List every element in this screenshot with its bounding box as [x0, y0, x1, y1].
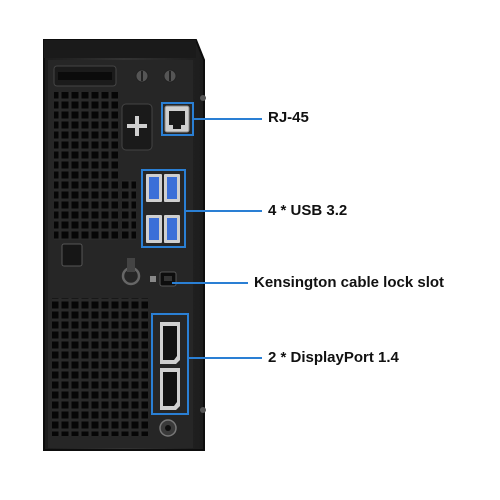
upper-vent-grille [54, 92, 118, 240]
lower-vent-grille [52, 298, 148, 436]
usb-port-2 [164, 174, 180, 202]
displayport-2 [160, 368, 180, 410]
kensington-label: Kensington cable lock slot [254, 274, 445, 291]
displayport-1 [160, 322, 180, 364]
usb-port-3 [146, 215, 162, 243]
callout-rj45 [161, 102, 262, 136]
callout-displayport [151, 313, 262, 415]
usb-label: 4 * USB 3.2 [268, 202, 348, 219]
displayport-label: 2 * DisplayPort 1.4 [268, 349, 399, 366]
chassis-clip [61, 243, 83, 267]
padlock-loop [121, 258, 141, 286]
rj45-port [164, 105, 190, 133]
side-vent-grille [122, 180, 136, 240]
screw-icon [135, 69, 149, 83]
usb-port-4 [164, 215, 180, 243]
latch-handle [53, 65, 117, 87]
power-jack [159, 419, 177, 437]
callout-usb [141, 169, 262, 248]
rivet [200, 407, 206, 413]
screw-icon [163, 69, 177, 83]
power-connector-cover [121, 103, 153, 151]
rj45-label: RJ-45 [268, 109, 309, 126]
usb-port-1 [146, 174, 162, 202]
rivet [200, 95, 206, 101]
